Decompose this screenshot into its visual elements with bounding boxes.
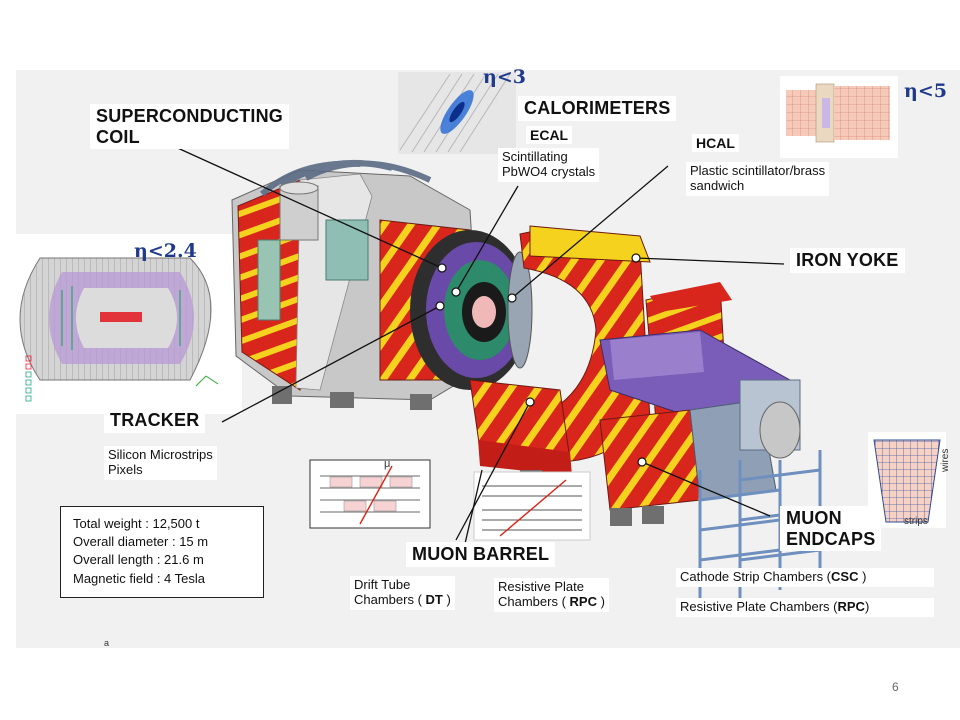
tracker-inset [16,234,242,414]
rpc-label-suffix: ) [596,593,605,609]
eta-forward-label: η<5 [904,80,947,102]
spec-weight: Total weight : 12,500 t [73,516,200,531]
muon-endcaps-label: MUON ENDCAPS [780,506,882,552]
csc-abbr: CSC [831,569,859,584]
dt-chamber-inset [309,459,431,529]
tracker-label: TRACKER [104,408,206,433]
rpc2-label-text: Resistive Plate Chambers ( [680,599,838,614]
csc-label-text: Cathode Strip Chambers ( [680,569,832,584]
eta-tracker-label: η<2.4 [134,240,197,262]
callout-dots [435,253,647,467]
spec-field: Magnetic field : 4 Tesla [73,570,205,586]
iron-yoke-label: IRON YOKE [790,248,905,273]
rpc-barrel-label: Resistive Plate Chambers ( RPC ) [494,578,609,612]
wires-label: wires [940,448,951,472]
callout-lines [159,139,785,549]
endcap-structure [599,282,801,511]
tracker-description: Silicon Microstrips Pixels [104,446,217,480]
dt-label: Drift Tube Chambers ( DT ) [350,576,455,610]
rpc-endcap-label: Resistive Plate Chambers (RPC) [676,598,934,617]
spec-diameter: Overall diameter : 15 m [73,534,209,550]
dt-abbr: DT [425,591,443,607]
rpc-chamber-inset [473,471,591,541]
ecal-description: Scintillating PbWO4 crystals [498,148,600,182]
rpc2-abbr: RPC [837,599,865,614]
forward-calorimeter-inset [780,76,898,158]
rpc-abbr: RPC [569,593,597,609]
detector-core [410,230,533,390]
corner-mark: a [104,638,110,648]
ecal-label: ECAL [526,126,573,145]
spec-length: Overall length : 21.6 m [73,552,204,568]
eta-calorimeter-label: η<3 [483,66,526,88]
support-scaffold [698,450,822,600]
muon-barrel-label: MUON BARREL [406,542,556,567]
hcal-description: Plastic scintillator/brass sandwich [686,162,830,196]
rpc-label-text: Resistive Plate Chambers ( [498,579,584,609]
specs-box: Total weight : 12,500 t Overall diameter… [60,506,264,598]
calorimeters-label: CALORIMETERS [518,96,677,121]
hcal-label: HCAL [692,134,739,153]
coil-label: SUPERCONDUCTING COIL [90,104,290,150]
rpc2-label-suffix: ) [864,599,870,614]
dt-label-suffix: ) [442,591,451,607]
strips-label: strips [904,516,928,527]
mu-symbol: μ [384,458,391,470]
calorimeter-inset [398,72,516,154]
page-number: 6 [892,680,899,694]
csc-label: Cathode Strip Chambers (CSC ) [676,568,934,587]
csc-label-suffix: ) [858,569,867,584]
dt-label-text: Drift Tube Chambers ( [354,577,422,607]
